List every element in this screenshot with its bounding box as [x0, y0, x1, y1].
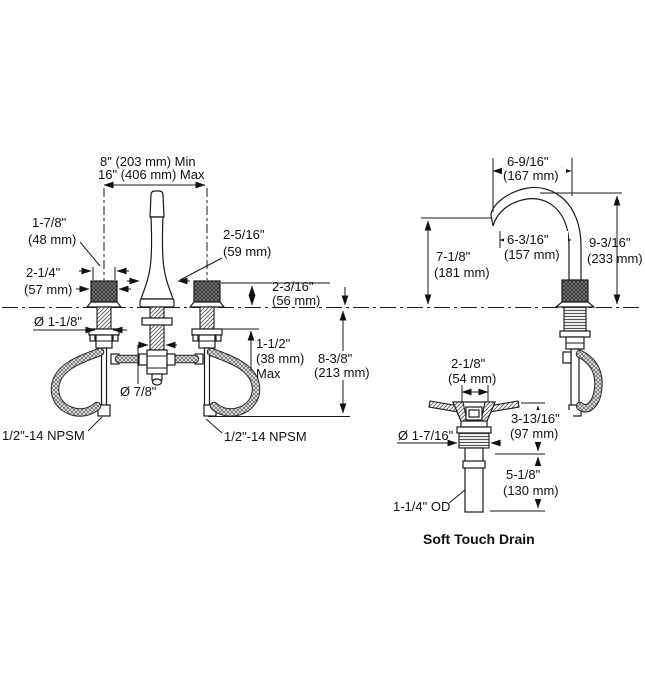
drain-dimensions: 2-1/8" (54 mm) 3-13/16" (97 mm) Ø 1-7/16…	[393, 356, 573, 547]
dim-spout-reach-mm-label: (167 mm)	[503, 168, 559, 183]
front-view-faucet-drawing	[50, 188, 261, 417]
dim-handle-height-mm-label: (56 mm)	[272, 293, 320, 308]
dim-spread-max-label: 16" (406 mm) Max	[98, 167, 205, 182]
dim-flange-width-mm-label: (54 mm)	[448, 371, 496, 386]
dim-deck-max-suffix-label: Max	[256, 366, 281, 381]
side-view-dimensions: 6-9/16" (167 mm) 6-3/16" (157 mm) 7-1/8"…	[421, 154, 643, 305]
drain-tailpiece	[464, 447, 484, 513]
dim-spread-min-label: 8" (203 mm) Min	[100, 154, 196, 169]
drain-threads	[458, 432, 490, 449]
dim-upper-height-label: 3-13/16"	[511, 411, 560, 426]
center-spout	[139, 190, 175, 308]
dim-deck-max-mm-label: (38 mm)	[256, 351, 304, 366]
side-view-faucet-drawing	[490, 186, 603, 417]
spout-base-knurl	[561, 279, 589, 303]
dim-deck-max-label: 1-1/2"	[256, 336, 291, 351]
dim-handle-width-mm-label: (57 mm)	[24, 282, 72, 297]
dim-upper-height-mm-label: (97 mm)	[510, 426, 558, 441]
dim-tailpiece-length-label: 5-1/8"	[506, 467, 541, 482]
gooseneck-spout	[490, 186, 582, 282]
front-view-dimensions: 8" (203 mm) Min 16" (406 mm) Max 1-7/8" …	[2, 154, 377, 444]
dim-outlet-height-mm-label: (181 mm)	[434, 265, 490, 280]
dim-handle-top-width-mm-label: (48 mm)	[28, 232, 76, 247]
dim-valve-diameter-label: Ø 7/8"	[120, 384, 157, 399]
dim-outlet-height-label: 7-1/8"	[436, 249, 471, 264]
dim-handle-top-width-label: 1-7/8"	[32, 215, 67, 230]
drain-drawing	[428, 400, 520, 513]
left-handle	[85, 280, 123, 417]
dim-below-deck-depth-label: 8-3/8"	[318, 351, 353, 366]
right-supply-hose	[170, 347, 261, 417]
dim-spout-base-width-mm-label: (59 mm)	[223, 244, 271, 259]
dim-handle-height-label: 2-3/16"	[272, 279, 314, 294]
center-tee	[138, 306, 176, 386]
left-connection-label: 1/2"-14 NPSM	[2, 428, 85, 443]
dim-flange-width-label: 2-1/8"	[451, 356, 486, 371]
dim-spout-reach-inner-mm-label: (157 mm)	[504, 247, 560, 262]
dim-tailpiece-od-label: 1-1/4" OD	[393, 499, 450, 514]
dim-spout-base-width-label: 2-5/16"	[223, 227, 265, 242]
right-connection-label: 1/2"-14 NPSM	[224, 429, 307, 444]
dim-spout-height-mm-label: (233 mm)	[587, 251, 643, 266]
left-supply-hose	[50, 347, 144, 417]
dim-spout-reach-inner-label: 6-3/16"	[507, 232, 549, 247]
drain-caption: Soft Touch Drain	[423, 531, 535, 547]
right-handle	[188, 280, 226, 417]
dim-handle-width-label: 2-1/4"	[26, 265, 61, 280]
dim-spout-reach-label: 6-9/16"	[507, 154, 549, 169]
dim-tailpiece-length-mm-label: (130 mm)	[503, 483, 559, 498]
dim-thread-diameter-label: Ø 1-7/16"	[398, 428, 454, 443]
spout-threaded-shank	[563, 306, 587, 332]
dim-spout-height-label: 9-3/16"	[589, 235, 631, 250]
dim-shank-diameter-label: Ø 1-1/8"	[34, 314, 82, 329]
dim-below-deck-depth-mm-label: (213 mm)	[314, 365, 370, 380]
